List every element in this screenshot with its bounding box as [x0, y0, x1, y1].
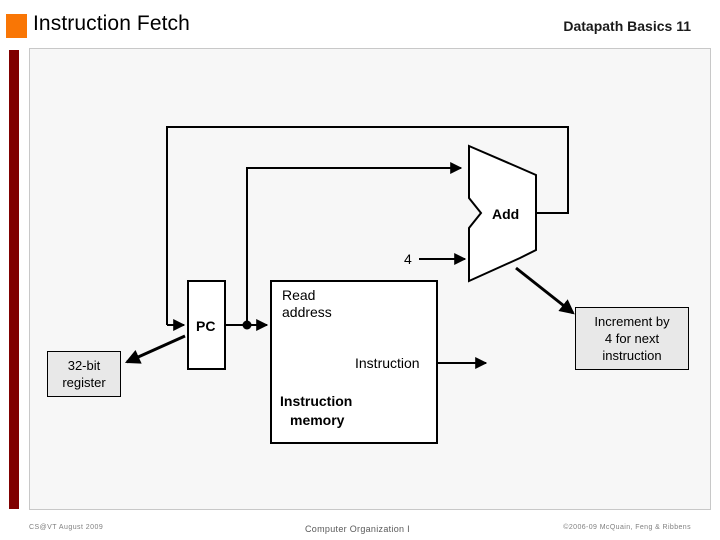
header-bullet-icon: [6, 14, 27, 38]
callout-register-line2: register: [62, 375, 106, 390]
callout-increment-line1: Increment by: [594, 314, 670, 329]
header-section-label: Datapath Basics 11: [563, 18, 691, 34]
left-accent-bar: [9, 50, 19, 509]
page-title: Instruction Fetch: [33, 12, 190, 35]
callout-increment-line2: 4 for next: [604, 331, 660, 346]
content-panel: [29, 48, 711, 510]
footer-course-title: Computer Organization I: [305, 524, 410, 534]
footer-course-code: CS@VT August 2009: [29, 524, 104, 531]
callout-increment-line3: instruction: [602, 348, 662, 363]
footer-copyright: ©2006-09 McQuain, Feng & Ribbens: [563, 524, 691, 531]
callout-32-bit-register: 32-bit register: [47, 351, 121, 397]
callout-increment-by-4: Increment by 4 for next instruction: [575, 307, 689, 370]
callout-register-line1: 32-bit: [67, 358, 101, 373]
